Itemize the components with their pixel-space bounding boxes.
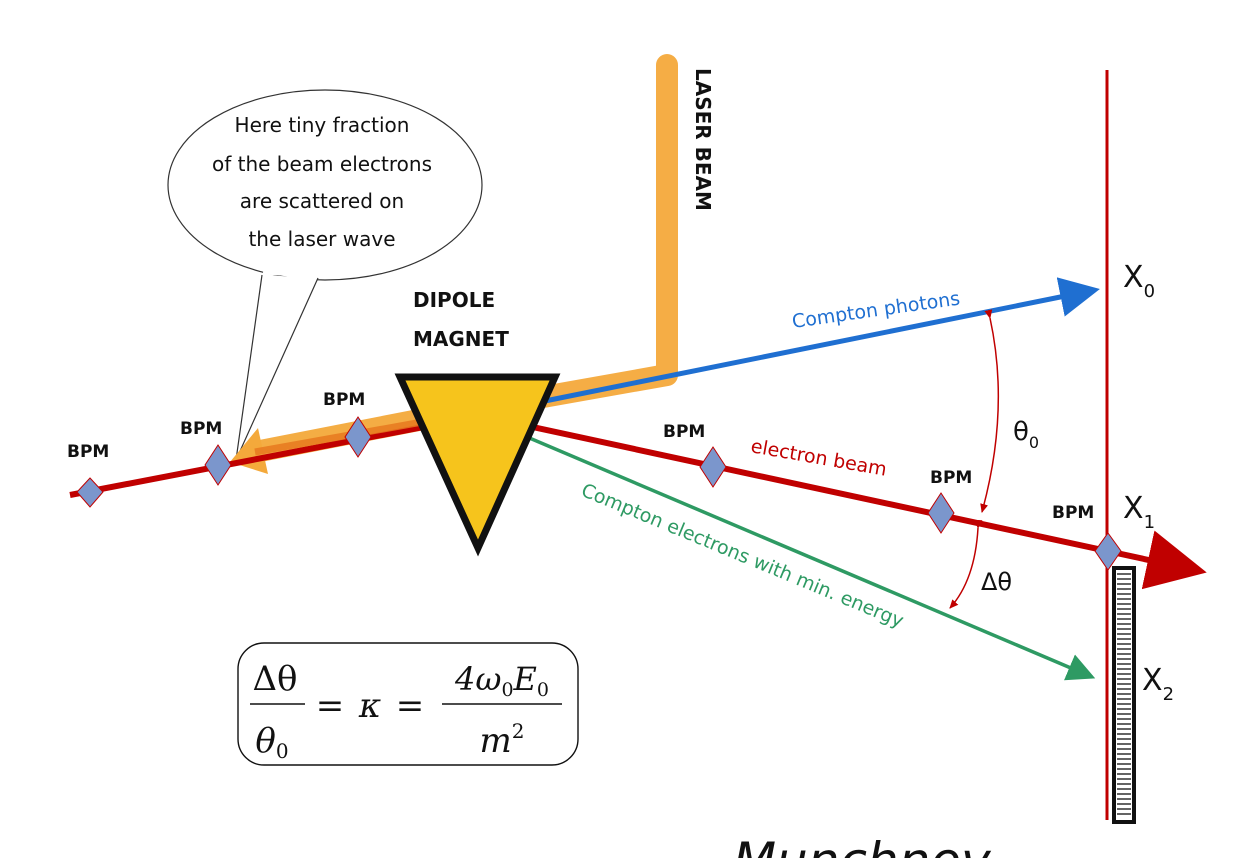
speech-bubble: Here tiny fraction of the beam electrons…: [167, 89, 483, 461]
compton-photon-ray: Compton photons: [539, 277, 1100, 405]
bpm-label: BPM: [930, 468, 972, 488]
bubble-line-4: the laser wave: [248, 227, 395, 251]
x1-label: X1: [1123, 491, 1155, 533]
formula-equals-1: =: [316, 686, 345, 726]
dipole-label-line1: DIPOLE: [413, 288, 495, 312]
compton-photons-label: Compton photons: [791, 288, 962, 333]
x0-label: X0: [1123, 260, 1155, 302]
position-detector: [1112, 566, 1136, 824]
theta0-symbol: θ0: [1013, 417, 1039, 452]
formula-rhs-numerator: 4ω0E0: [454, 660, 549, 701]
formula-equals-2: =: [396, 686, 425, 726]
delta-theta-symbol: Δθ: [981, 568, 1012, 596]
bpm-marker: [204, 444, 232, 486]
bpm-marker: [1094, 532, 1122, 571]
dipole-magnet: DIPOLE MAGNET: [394, 288, 561, 557]
bpm-label: BPM: [663, 422, 705, 442]
dipole-label-line2: MAGNET: [413, 327, 509, 351]
laser-beam-label: LASER BEAM: [691, 68, 715, 211]
electron-beam-label: electron beam: [749, 435, 888, 481]
author-caption: Munchnov: [733, 832, 992, 858]
formula-lhs-numerator: Δθ: [252, 659, 297, 699]
bpm-marker: [699, 446, 727, 488]
compton-electron-ray: Compton electrons with min. energy: [519, 432, 1096, 681]
formula-lhs-denominator: θ0: [255, 721, 288, 763]
bpm-marker: [76, 477, 104, 508]
x2-label: X2: [1142, 663, 1174, 705]
bpm-label: BPM: [180, 419, 222, 439]
formula-box: Δθ θ0 = κ = 4ω0E0 m2: [237, 642, 579, 766]
angle-delta-theta: Δθ: [949, 519, 1012, 609]
angle-theta0: θ0: [980, 309, 1039, 513]
bpm-marker: [344, 416, 372, 458]
bubble-line-2: of the beam electrons: [212, 152, 432, 176]
bubble-line-1: Here tiny fraction: [235, 113, 410, 137]
bpm-label: BPM: [323, 390, 365, 410]
formula-rhs-denominator: m2: [480, 719, 525, 761]
bpm-label: BPM: [1052, 503, 1094, 523]
bubble-line-3: are scattered on: [240, 189, 404, 213]
compton-electrons-label: Compton electrons with min. energy: [578, 479, 907, 632]
bpm-marker: [927, 492, 955, 534]
bpm-markers: BPM BPM BPM BPM BPM BPM: [67, 390, 1122, 571]
bpm-label: BPM: [67, 442, 109, 462]
formula-kappa: κ: [358, 686, 381, 726]
